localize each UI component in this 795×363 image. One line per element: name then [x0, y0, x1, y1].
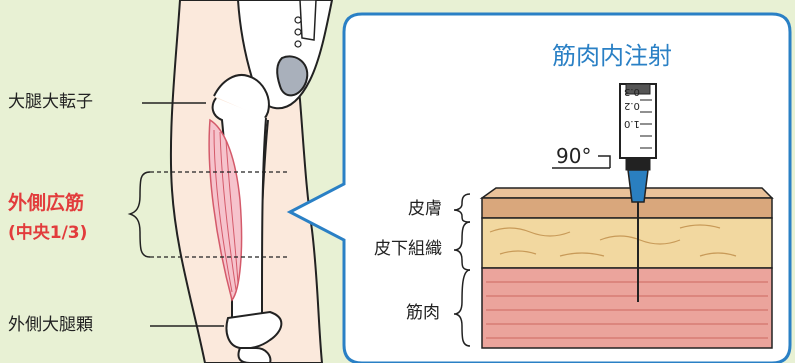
callout-title: 筋肉内注射	[552, 44, 672, 68]
spine-bone	[300, 0, 316, 40]
leg-illustration	[130, 0, 332, 363]
angle-label: 90°	[556, 146, 591, 166]
label-skin: 皮膚	[408, 201, 442, 218]
vertebra-dot	[295, 29, 301, 35]
skin-top-face	[482, 188, 772, 198]
needle-hub	[628, 170, 648, 202]
syringe-scale-2: 0.2	[624, 100, 640, 110]
label-vastus-lateralis-sub: (中央1/3)	[8, 225, 87, 242]
vertebra-dot	[295, 41, 301, 47]
range-brace	[130, 172, 150, 257]
vertebra-dot	[295, 17, 301, 23]
tissue-block	[482, 188, 772, 348]
label-lateral-condyle: 外側大腿顆	[8, 317, 93, 334]
obturator-foramen	[277, 56, 307, 95]
label-subcutaneous: 皮下組織	[374, 241, 442, 258]
syringe-scale-3: 0.3	[624, 86, 640, 96]
skin-layer	[482, 198, 772, 218]
label-muscle: 筋肉	[406, 305, 440, 322]
muscle-layer	[482, 268, 772, 348]
patella-bone	[238, 348, 270, 363]
callout-panel	[290, 14, 790, 363]
syringe-scale-1: 1.0	[624, 118, 640, 128]
syringe-tip	[626, 158, 650, 170]
subcutaneous-layer	[482, 218, 772, 268]
label-greater-trochanter: 大腿大転子	[8, 94, 93, 111]
label-vastus-lateralis: 外側広筋	[8, 194, 84, 213]
